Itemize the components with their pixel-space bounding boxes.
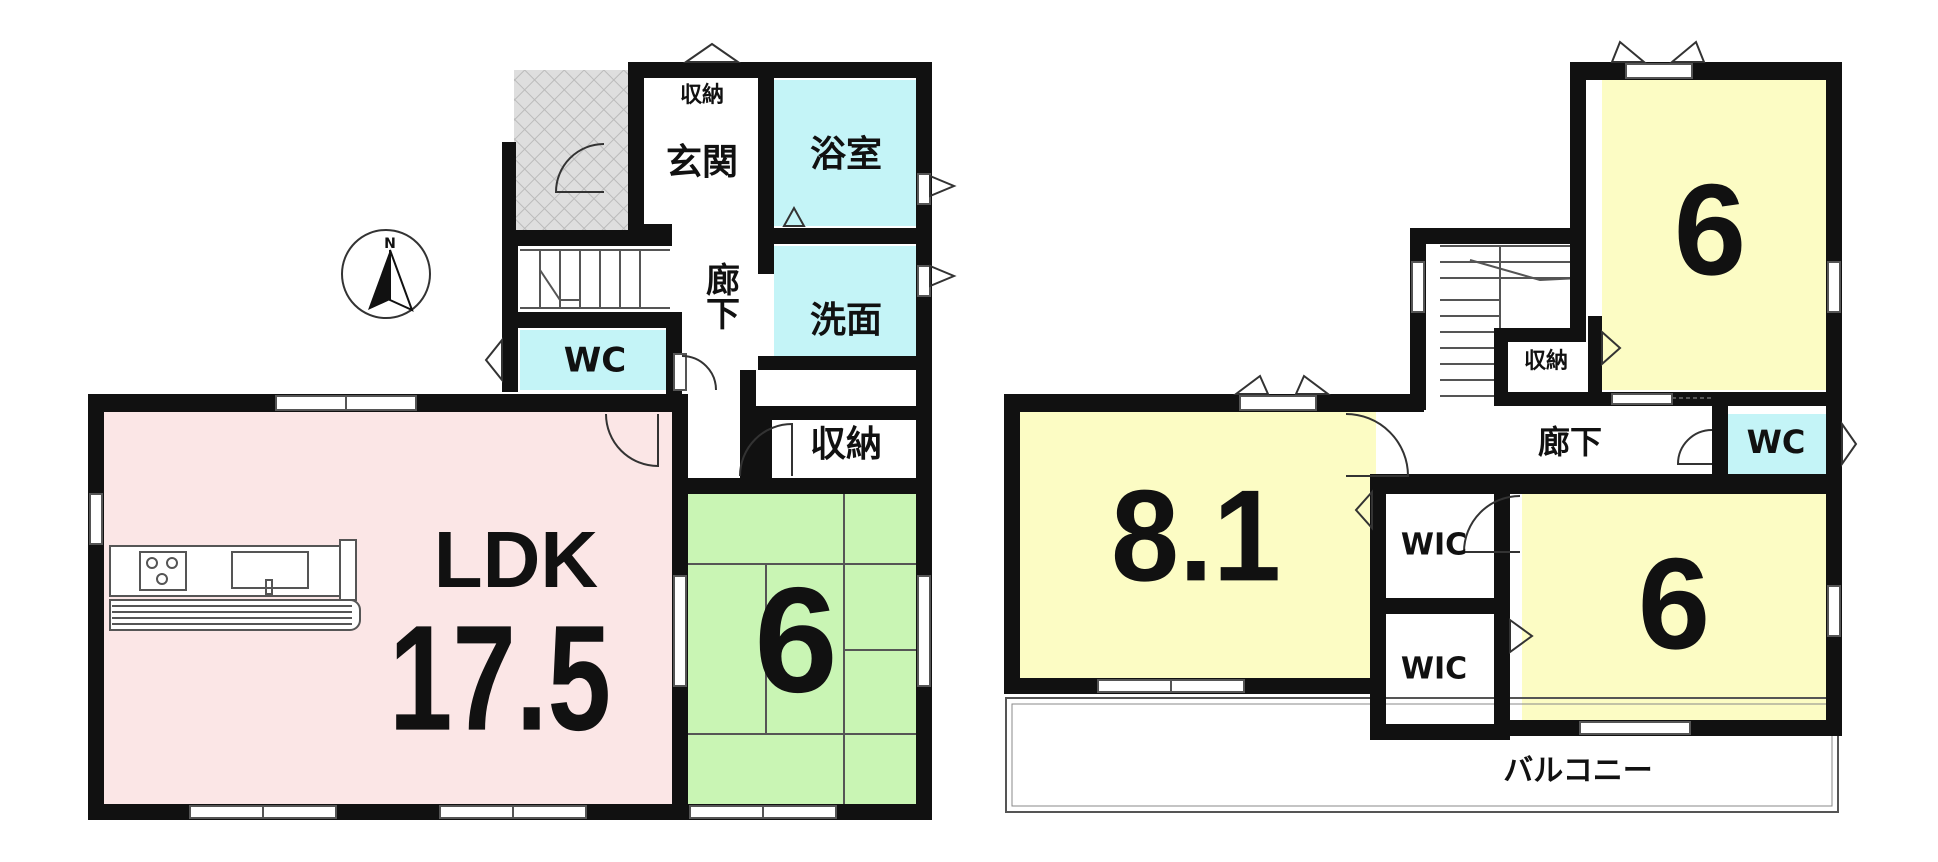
- north-arrow-icon: [368, 250, 390, 310]
- wc-room: [520, 330, 670, 390]
- first-floor: LDK 17.5 6 収納 玄関 浴室 洗面 WC 収納 廊下 N: [88, 42, 957, 820]
- room-se-size: 6: [1638, 530, 1710, 676]
- stairs-first-floor: [520, 249, 670, 309]
- room-west-8: [1020, 412, 1376, 678]
- storage-label-first-floor: 収納: [810, 424, 882, 465]
- doors-first-floor: [484, 42, 957, 477]
- wc-room-second-floor: [1728, 414, 1826, 474]
- room-se-6: [1522, 494, 1826, 720]
- wc-label-second-floor: WC: [1747, 423, 1806, 461]
- room-ne-6: [1602, 80, 1826, 390]
- wic-upper-label: WIC: [1401, 528, 1467, 563]
- washroom-label: 洗面: [810, 300, 882, 341]
- doors-second-floor: [1233, 40, 1858, 654]
- entrance-storage-label: 収納: [680, 82, 724, 108]
- ldk-label: LDK: [434, 515, 599, 604]
- stair-area: [520, 246, 670, 312]
- kitchen-counter: [109, 539, 361, 631]
- stairs-second-floor: [1440, 245, 1581, 400]
- compass-north-label: N: [384, 236, 396, 252]
- windows-second-floor: [1097, 63, 1841, 735]
- balcony: [1005, 697, 1839, 813]
- bathroom-room: [774, 80, 916, 226]
- wic-lower-label: WIC: [1401, 652, 1467, 687]
- walls-second-floor: [1004, 62, 1842, 740]
- tatami-lines: [688, 494, 916, 804]
- washroom-room: [774, 246, 916, 356]
- room-ne-size: 6: [1674, 156, 1746, 302]
- washitsu-size: 6: [754, 556, 837, 724]
- ldk-size: 17.5: [389, 594, 611, 762]
- corridor-label-first-floor: 廊下: [700, 262, 740, 330]
- bathroom-label: 浴室: [810, 134, 882, 175]
- entrance-area: [646, 78, 758, 228]
- porch-area: [514, 70, 630, 230]
- balcony-label: バルコニー: [1503, 754, 1652, 789]
- wc-label-first-floor: WC: [564, 341, 626, 381]
- storage-label-second-floor: 収納: [1524, 348, 1568, 374]
- corridor-label-second-floor: 廊下: [1538, 423, 1602, 461]
- windows-first-floor: [89, 173, 931, 819]
- entrance-label: 玄関: [666, 142, 738, 183]
- room-west-size: 8.1: [1111, 462, 1281, 608]
- compass: N: [341, 229, 431, 319]
- second-floor: 8.1 6 6 WIC WIC 収納 廊下 WC バルコニー: [1004, 40, 1858, 813]
